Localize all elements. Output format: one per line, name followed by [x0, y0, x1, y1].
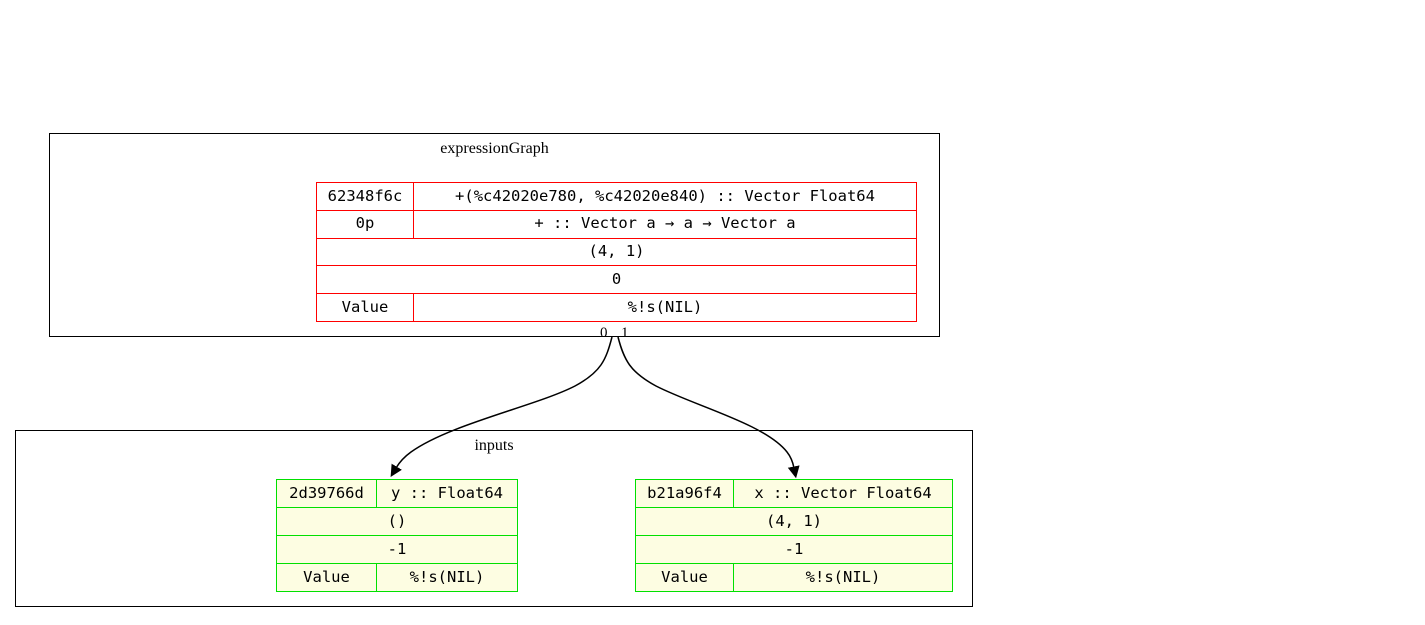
- node-row: Value %!s(NIL): [277, 564, 517, 591]
- node-row: -1: [277, 536, 517, 564]
- cell-value-label: Value: [636, 564, 734, 591]
- cell-expression: y :: Float64: [391, 483, 503, 502]
- node-row: 0p + :: Vector a → a → Vector a: [317, 210, 916, 239]
- node-row: Value %!s(NIL): [317, 294, 916, 321]
- cell-node-id: 2d39766d: [277, 480, 377, 507]
- cell-value: %!s(NIL): [627, 297, 703, 316]
- cell-index: -1: [387, 539, 407, 558]
- cell-op-code: 0p: [317, 210, 414, 238]
- cell-expression: +(%c42020e780, %c42020e840) :: Vector Fl…: [455, 186, 875, 205]
- cell-node-id: b21a96f4: [636, 480, 734, 507]
- node-row: (4, 1): [636, 508, 952, 536]
- cell-shape: (): [387, 511, 407, 530]
- cluster-label-expression-graph: expressionGraph: [440, 140, 549, 157]
- node-row: (4, 1): [317, 239, 916, 267]
- cell-expression: x :: Vector Float64: [754, 483, 932, 502]
- cluster-label-inputs: inputs: [474, 437, 514, 454]
- cell-value-label: Value: [277, 564, 377, 591]
- node-input-b21a96f4[interactable]: b21a96f4 x :: Vector Float64 (4, 1) -1 V…: [635, 479, 953, 592]
- cell-index: -1: [784, 539, 804, 558]
- node-row: 0: [317, 266, 916, 295]
- cell-index: 0: [611, 270, 622, 289]
- cluster-expression-graph: expressionGraph: [49, 133, 940, 337]
- cell-shape: (4, 1): [766, 511, 822, 530]
- edge-label-1: 1: [621, 325, 629, 341]
- node-row: b21a96f4 x :: Vector Float64: [636, 480, 952, 508]
- edge-label-0: 0: [600, 325, 608, 341]
- cell-value: %!s(NIL): [805, 567, 881, 586]
- node-row: 2d39766d y :: Float64: [277, 480, 517, 508]
- node-row: -1: [636, 536, 952, 564]
- node-expression-62348f6c[interactable]: 62348f6c +(%c42020e780, %c42020e840) :: …: [316, 182, 917, 322]
- cell-value-label: Value: [317, 294, 414, 321]
- cell-shape: (4, 1): [588, 242, 645, 261]
- node-input-2d39766d[interactable]: 2d39766d y :: Float64 () -1 Value %!s(NI…: [276, 479, 518, 592]
- node-row: Value %!s(NIL): [636, 564, 952, 591]
- node-row: 62348f6c +(%c42020e780, %c42020e840) :: …: [317, 183, 916, 211]
- cell-node-id: 62348f6c: [317, 183, 414, 210]
- node-row: (): [277, 508, 517, 536]
- cell-value: %!s(NIL): [409, 567, 485, 586]
- cell-op-signature: + :: Vector a → a → Vector a: [534, 214, 796, 233]
